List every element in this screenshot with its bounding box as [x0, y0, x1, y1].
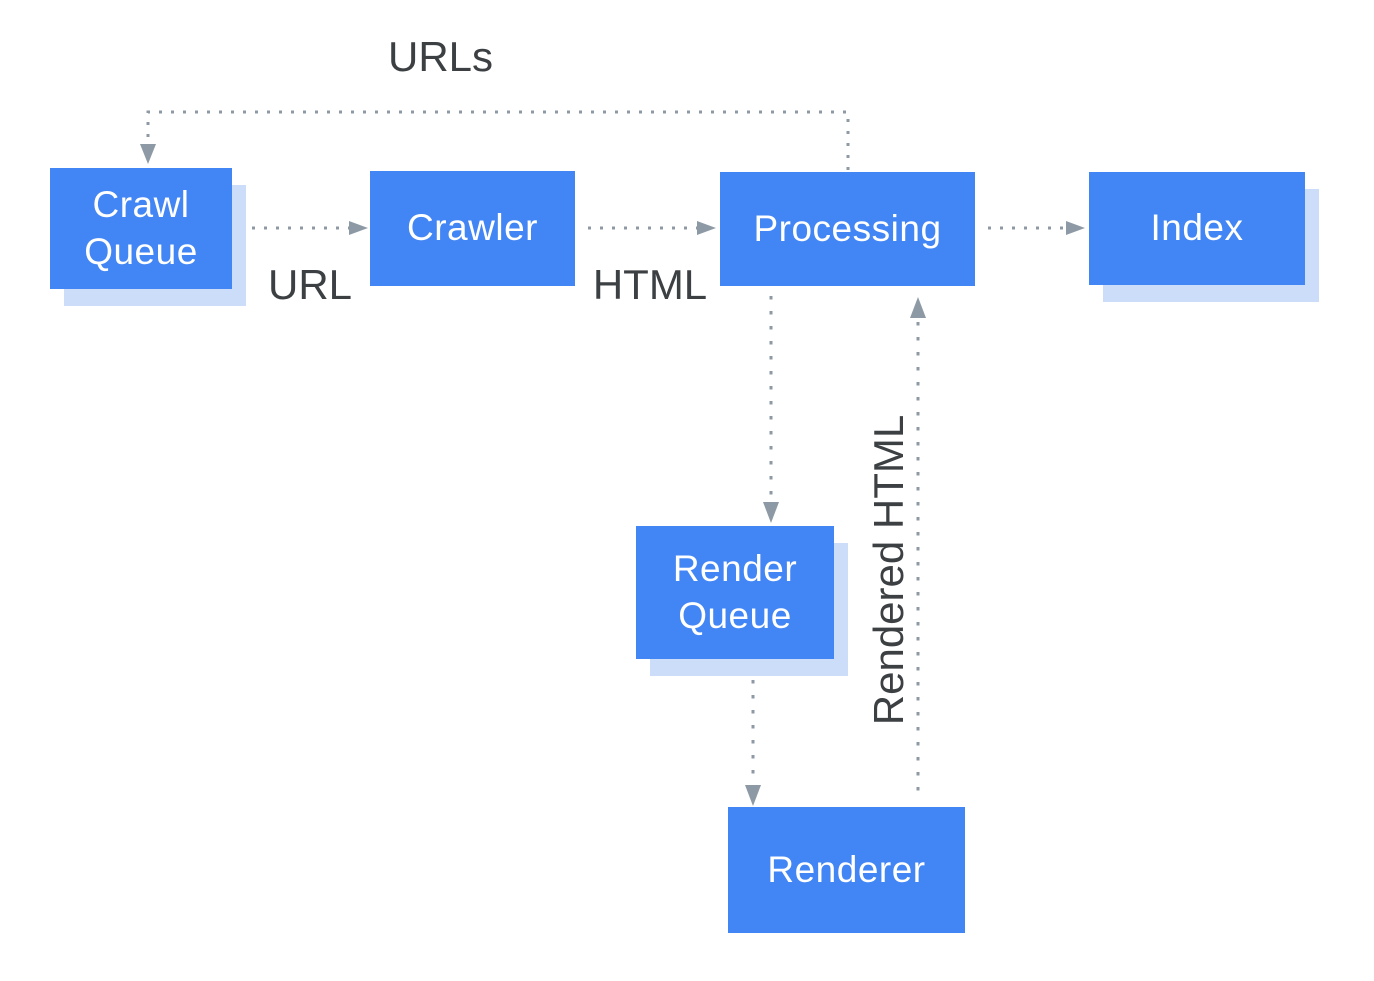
edge-label-urls: URLs — [388, 33, 494, 80]
node-render-queue: Render Queue — [636, 526, 834, 659]
edge-renderer-to-processing — [910, 297, 926, 802]
edge-render-queue-to-renderer — [745, 680, 761, 806]
arrowhead — [140, 144, 156, 164]
node-label: Renderer — [767, 848, 926, 890]
node-label: Crawler — [407, 207, 538, 249]
node-crawler: Crawler — [370, 171, 575, 286]
arrowhead — [349, 221, 368, 235]
arrowhead — [1066, 221, 1085, 235]
edge-crawler-to-processing — [588, 221, 716, 235]
node-label: Index — [1150, 207, 1244, 249]
node-index: Index — [1089, 172, 1305, 285]
edge-processing-to-crawl-queue — [140, 110, 850, 170]
node-label: Crawl Queue — [84, 184, 198, 272]
edge-label-html: HTML — [592, 261, 708, 308]
edge-label-url: URL — [267, 261, 353, 308]
node-processing: Processing — [720, 172, 975, 286]
node-crawl-queue: Crawl Queue — [50, 168, 232, 289]
edge-processing-to-index — [988, 221, 1085, 235]
node-renderer: Renderer — [728, 807, 965, 933]
arrowhead — [745, 785, 761, 806]
edge-processing-to-render-queue — [763, 296, 779, 523]
node-label: Render Queue — [672, 548, 798, 636]
edge-crawl-queue-to-crawler — [252, 221, 368, 235]
arrowhead — [910, 297, 926, 318]
arrowhead — [763, 502, 779, 523]
edge-label-rendered-html: Rendered HTML — [864, 414, 912, 726]
node-label: Processing — [753, 207, 942, 249]
arrowhead — [697, 221, 716, 235]
